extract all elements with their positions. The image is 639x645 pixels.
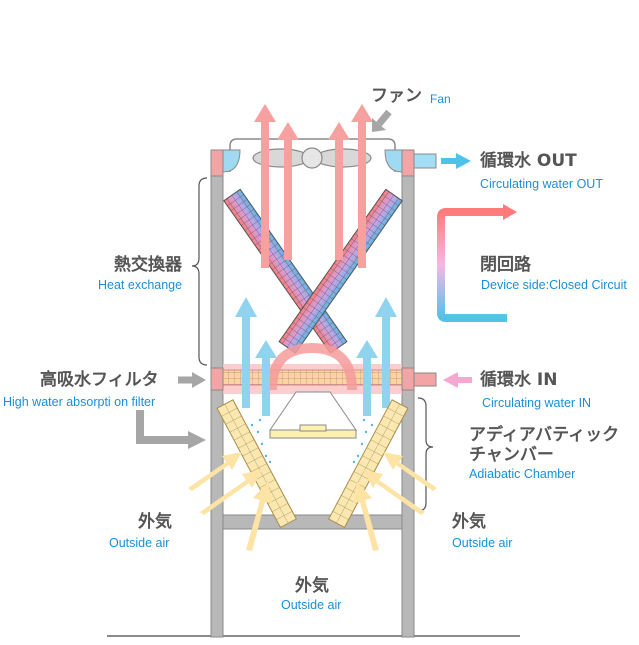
- intake-arrows-left: [188, 452, 272, 551]
- heat-exchanger-label: 熱交換器: [114, 255, 182, 275]
- closed-circuit-label-en: Device side:Closed Circuit: [481, 278, 627, 292]
- cooling-air-arrows: [235, 297, 397, 416]
- intake-arrows-right: [353, 452, 437, 551]
- water-out-pipe: [413, 153, 471, 169]
- adiabatic-label-en: Adiabatic Chamber: [469, 467, 576, 481]
- filter-label: 高吸水フィルタ: [40, 370, 159, 390]
- adiabatic-pads: [216, 399, 409, 529]
- outside-air-left-label: 外気: [138, 512, 172, 532]
- adiabatic-label-line2: チャンバー: [469, 445, 554, 465]
- heat-exchanger: [223, 188, 403, 354]
- fan-label-en: Fan: [430, 92, 451, 106]
- outside-air-bottom-label: 外気: [295, 576, 329, 596]
- adiabatic-label-line1: アディアバティック: [469, 425, 620, 445]
- exhaust-arrows: [254, 104, 373, 268]
- outside-air-bottom-label-en: Outside air: [281, 598, 342, 612]
- heat-exchanger-label-en: Heat exchange: [98, 278, 183, 292]
- tower-frame: [210, 149, 415, 638]
- fan-label: ファン: [371, 86, 422, 106]
- filter-elbow-arrow: [136, 410, 206, 449]
- closed-circuit-label: 閉回路: [480, 255, 531, 275]
- fan-icon: [252, 147, 372, 169]
- water-in-label-en: Circulating water IN: [482, 396, 592, 410]
- water-in-arrow: [443, 372, 472, 388]
- water-out-label-en: Circulating water OUT: [480, 177, 603, 191]
- water-sprayer: [242, 391, 382, 464]
- water-out-label: 循環水 OUT: [480, 151, 577, 171]
- heat-exchanger-bracket: [191, 177, 208, 366]
- adiabatic-bracket: [417, 397, 434, 512]
- outside-air-right-label-en: Outside air: [452, 536, 513, 550]
- water-in-label: 循環水 IN: [480, 370, 558, 390]
- filter-pointer-arrow: [178, 372, 206, 388]
- outside-air-right-label: 外気: [452, 512, 486, 532]
- filter-label-en: High water absorpti on filter: [3, 395, 156, 409]
- fan-pointer-arrow: [372, 109, 392, 132]
- closed-circuit-arrow: [437, 204, 517, 322]
- outside-air-left-label-en: Outside air: [109, 536, 170, 550]
